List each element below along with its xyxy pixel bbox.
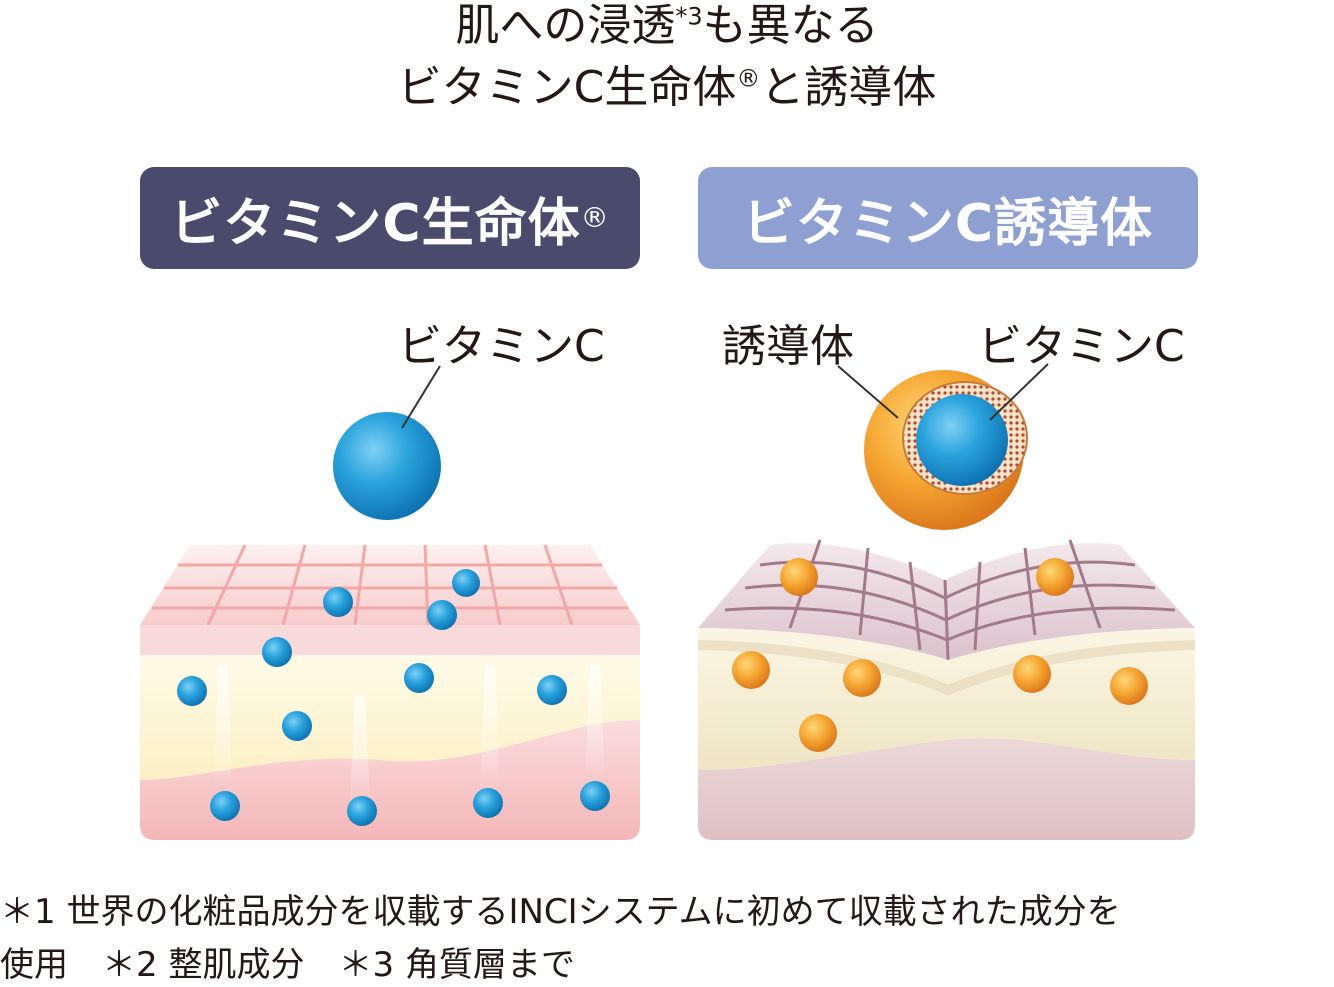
derivative-core-label: ビタミンC [978,321,1185,372]
footnote-line-1: ＊1 世界の化粧品成分を収載するINCIシステムに初めて収載された成分を [0,892,1121,932]
shell-label-leader [837,365,899,419]
left-vitamin-c-label: ビタミンC [398,321,605,372]
derivative-shell-label: 誘導体 [722,321,854,372]
left-skin-block [140,544,640,840]
vitamin-c-molecule-large [333,412,441,520]
derivative-molecule [864,370,1028,530]
footnote-line-2: 使用 ＊2 整肌成分 ＊3 角質層まで [0,945,575,985]
left-panel-header: ビタミンC生命体® [140,167,640,269]
title-line-2: ビタミンC生命体®と誘導体 [397,62,937,113]
right-panel-header: ビタミンC誘導体 [698,167,1198,269]
core-label-leader [989,363,1049,421]
left-vitamin-c-particles [177,412,610,826]
title-line-1: 肌への浸透*3も異なる [455,0,879,51]
left-label-leader [401,365,441,429]
right-derivative-particles [732,558,1148,752]
